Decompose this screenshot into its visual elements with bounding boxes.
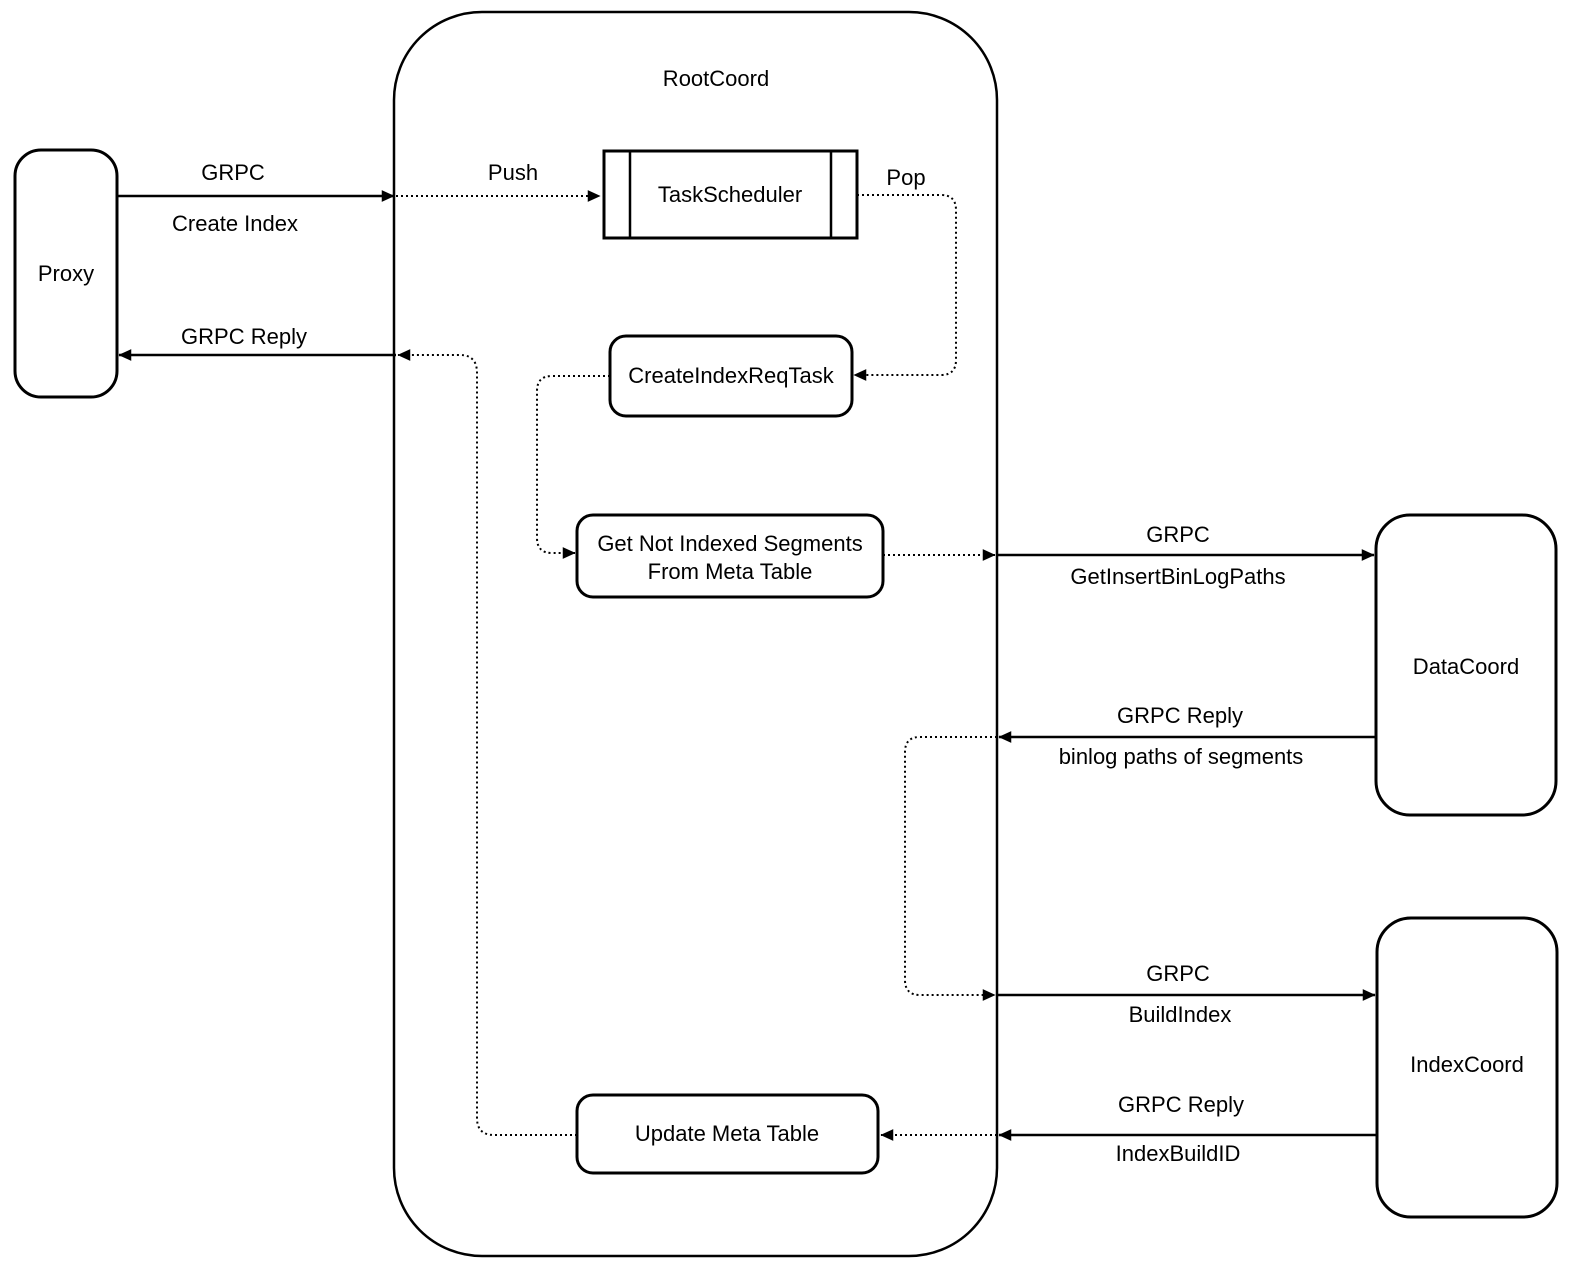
proxy-label: Proxy [37,261,95,286]
edge-label-binlogreply-bottom: binlog paths of segments [1058,744,1304,769]
getnotindexedsegments-label-line2: From Meta Table [647,559,813,584]
arrow-createtask-to-getnotindexed [536,375,610,559]
proxy-node [13,148,119,399]
taskscheduler-node [602,149,859,240]
datacoord-label: DataCoord [1412,654,1520,679]
rootcoord-title: RootCoord [662,66,770,91]
edge-label-getinsert-top: GRPC [1146,522,1210,547]
indexcoord-label: IndexCoord [1410,1052,1524,1077]
edge-label-pop: Pop [886,165,926,190]
edge-label-binlogreply-top: GRPC Reply [1117,703,1243,728]
edge-label-push: Push [487,160,539,185]
indexcoord-node [1375,916,1559,1219]
edge-label-indexbuildid-bottom: IndexBuildID [1115,1141,1241,1166]
rootcoord-container [392,10,999,1258]
getnotindexedsegments-label-line1: Get Not Indexed Segments [597,531,863,556]
edge-label-grpc-create-top: GRPC [201,160,265,185]
edge-label-indexbuildid-top: GRPC Reply [1118,1092,1244,1117]
datacoord-node [1374,513,1558,817]
edge-label-grpc-reply-proxy: GRPC Reply [181,324,307,349]
arrow-pop [853,194,957,381]
arrow-binlogreply-to-buildindex [904,736,997,1001]
edge-label-buildindex-bottom: BuildIndex [1128,1002,1232,1027]
createindexreqtask-label: CreateIndexReqTask [628,363,834,388]
taskscheduler-label: TaskScheduler [657,182,803,207]
edge-label-grpc-create-bottom: Create Index [172,211,298,236]
edge-label-getinsert-bottom: GetInsertBinLogPaths [1070,564,1286,589]
updatemetatable-label: Update Meta Table [634,1121,820,1146]
getnotindexedsegments-label: Get Not Indexed Segments From Meta Table [597,530,862,586]
arrow-updatemeta-to-grpcreply [397,349,577,1136]
edge-label-buildindex-top: GRPC [1146,961,1210,986]
